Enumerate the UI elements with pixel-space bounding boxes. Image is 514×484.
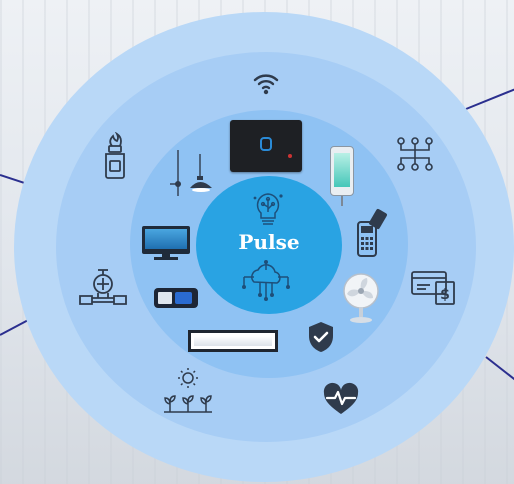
cloud-circuit-icon: [242, 260, 290, 301]
phone-cable: [341, 196, 343, 206]
hub-title: Pulse: [238, 230, 300, 254]
tablet-icon[interactable]: [230, 120, 302, 172]
wifi-icon: [253, 74, 279, 95]
smart-agriculture-icon: [164, 368, 212, 413]
network-nodes-icon: [397, 137, 433, 171]
pos-terminal-icon[interactable]: [154, 288, 198, 308]
valve-pump-icon: [79, 269, 127, 305]
gas-cylinder-icon: [105, 132, 125, 179]
shield-check-icon: [309, 322, 333, 352]
heart-pulse-icon: [323, 382, 359, 414]
tube-light-icon[interactable]: [188, 330, 278, 352]
lightbulb-circuit-icon: [253, 193, 283, 225]
pendant-light-icon: [170, 150, 212, 196]
smartphone-icon[interactable]: [330, 146, 354, 196]
svg-text:$: $: [440, 287, 450, 303]
card-payment-icon: [357, 208, 387, 257]
fan-icon: [343, 273, 379, 323]
bill-payment-icon: $: [411, 271, 455, 305]
tv-monitor-icon[interactable]: [142, 226, 190, 260]
